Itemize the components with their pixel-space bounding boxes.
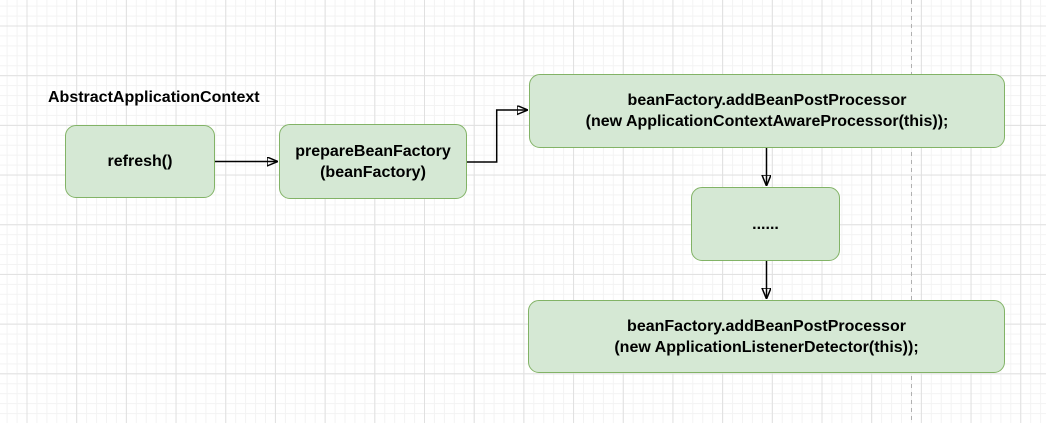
node-add-listener-detector-label-line1: beanFactory.addBeanPostProcessor — [627, 317, 906, 335]
node-prepare-bean-factory: prepareBeanFactory (beanFactory) — [279, 124, 467, 199]
node-add-listener-detector: beanFactory.addBeanPostProcessor (new Ap… — [528, 300, 1005, 373]
node-prepare-bean-factory-label-line2: (beanFactory) — [320, 163, 426, 181]
node-add-context-aware-processor-label-line1: beanFactory.addBeanPostProcessor — [627, 92, 907, 109]
arrow-preparebeanfactory-to-addcontextawareprocessor — [467, 110, 527, 163]
diagram-title: AbstractApplicationContext — [48, 89, 260, 106]
node-add-context-aware-processor: beanFactory.addBeanPostProcessor (new Ap… — [529, 74, 1005, 148]
node-ellipsis-label: ...... — [752, 215, 779, 233]
node-ellipsis: ...... — [691, 187, 840, 261]
node-add-listener-detector-label-line2: (new ApplicationListenerDetector(this)); — [614, 338, 919, 356]
node-prepare-bean-factory-label-line1: prepareBeanFactory — [295, 142, 451, 160]
node-refresh: refresh() — [65, 125, 215, 198]
node-refresh-label: refresh() — [107, 153, 173, 170]
page-boundary-dashed-line — [911, 0, 912, 423]
node-add-context-aware-processor-label-line2: (new ApplicationContextAwareProcessor(th… — [585, 113, 949, 130]
